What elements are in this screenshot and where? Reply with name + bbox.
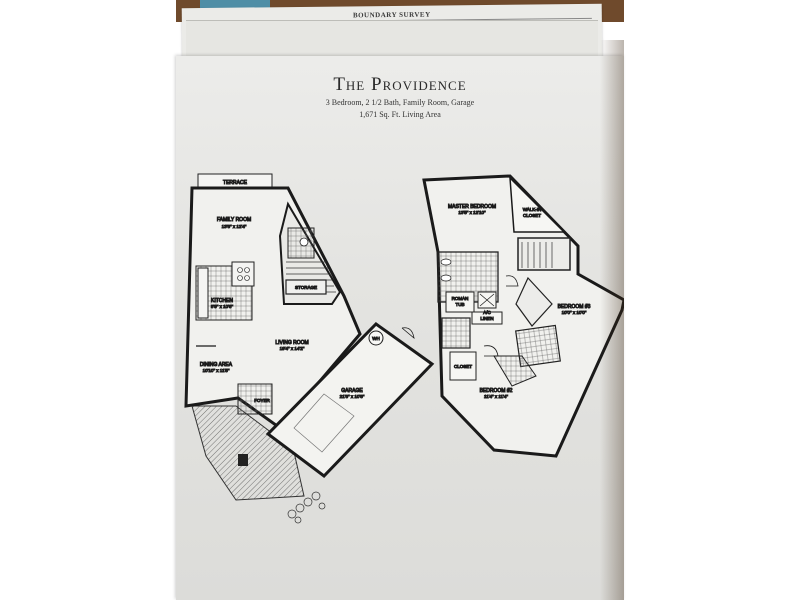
living-room-label: LIVING ROOM bbox=[275, 340, 308, 346]
floorplan-area: 1,671 Sq. Ft. Living Area bbox=[359, 110, 441, 119]
floorplan-title: The Providence bbox=[333, 74, 467, 95]
bedroom2-size: 11'4" x 11'4" bbox=[484, 394, 508, 399]
stove-burner bbox=[237, 275, 243, 281]
background-left bbox=[0, 0, 176, 600]
closet-label: CLOSET bbox=[454, 364, 472, 369]
bedroom2-closet bbox=[493, 355, 537, 387]
roman-tub-label-line2: TUB bbox=[456, 302, 465, 307]
dining-area-size: 10'10" x 11'5" bbox=[203, 368, 230, 373]
linen-closet bbox=[471, 311, 503, 325]
roman-tub bbox=[445, 291, 475, 313]
family-room-label: FAMILY ROOM bbox=[217, 217, 251, 223]
bedroom3-closet bbox=[515, 276, 553, 327]
foyer-label: FOYER bbox=[254, 398, 270, 403]
toilet bbox=[299, 237, 309, 247]
bedroom3-label: BEDROOM #3 bbox=[558, 304, 591, 310]
master-bedroom-size: 13'5" x 12'10" bbox=[458, 210, 486, 215]
master-bedroom-label: MASTER BEDROOM bbox=[448, 204, 496, 210]
walk-in-label-line2: CLOSET bbox=[523, 213, 541, 218]
walk-in-label: WALK-IN bbox=[523, 207, 542, 212]
garage-size: 21'8" x 10'8" bbox=[340, 394, 365, 399]
floorplan-features: 3 Bedroom, 2 1/2 Bath, Family Room, Gara… bbox=[325, 98, 475, 107]
storage-room bbox=[285, 279, 327, 295]
water-heater bbox=[368, 330, 384, 346]
kitchen-counter bbox=[197, 267, 209, 319]
bedroom2-label: BEDROOM #2 bbox=[480, 388, 513, 394]
linen-label: LINEN bbox=[480, 316, 493, 321]
ac-x bbox=[479, 293, 495, 307]
hall-bath bbox=[441, 317, 471, 349]
sink bbox=[440, 258, 452, 266]
second-floor-plan: MASTER BEDROOM 13'5" x 12'10" WALK-IN CL… bbox=[422, 174, 624, 458]
stove-burner bbox=[244, 275, 250, 281]
foyer-area bbox=[237, 383, 273, 415]
stove-burner bbox=[244, 267, 250, 273]
garage-parking bbox=[293, 393, 355, 453]
door-swing bbox=[483, 345, 499, 357]
garage-label: GARAGE bbox=[341, 388, 363, 394]
bedroom3-bath bbox=[515, 324, 561, 368]
storage-label: STORAGE bbox=[295, 285, 317, 290]
kitchen-size: 8'9" x 10'8" bbox=[211, 304, 234, 309]
roman-tub-label: ROMAN bbox=[452, 296, 469, 301]
garage-door-swing bbox=[401, 327, 415, 339]
terrace-label: TERRACE bbox=[223, 180, 248, 186]
sink bbox=[440, 274, 452, 282]
closet-box bbox=[449, 351, 477, 381]
page-edge-shadow bbox=[600, 40, 624, 600]
background-right bbox=[624, 0, 800, 600]
floorplan-drawing: TERRACE FAMILY ROOM 13'8" x 12'4" KITCHE… bbox=[184, 173, 624, 524]
family-room-size: 13'8" x 12'4" bbox=[222, 224, 247, 229]
landscape-shrub bbox=[287, 491, 326, 524]
first-floor-plan: TERRACE FAMILY ROOM 13'8" x 12'4" KITCHE… bbox=[184, 173, 435, 524]
kitchen-island bbox=[231, 261, 255, 287]
kitchen-label: KITCHEN bbox=[211, 298, 233, 304]
water-heater-label: WH bbox=[372, 336, 380, 341]
living-room-size: 19'4" x 14'2" bbox=[280, 346, 305, 351]
garage-outline bbox=[265, 322, 435, 478]
door-swing bbox=[505, 275, 519, 287]
bedroom3-size: 10'0" x 10'0" bbox=[562, 310, 587, 315]
walk-in-closet bbox=[509, 176, 566, 233]
ac-label: A/C bbox=[483, 310, 491, 315]
walkway-post bbox=[238, 454, 248, 466]
second-floor-stairs bbox=[517, 237, 571, 271]
floorplan-sheet: The Providence 3 Bedroom, 2 1/2 Bath, Fa… bbox=[176, 56, 624, 600]
stove-burner bbox=[237, 267, 243, 273]
dining-area-label: DINING AREA bbox=[200, 362, 233, 368]
